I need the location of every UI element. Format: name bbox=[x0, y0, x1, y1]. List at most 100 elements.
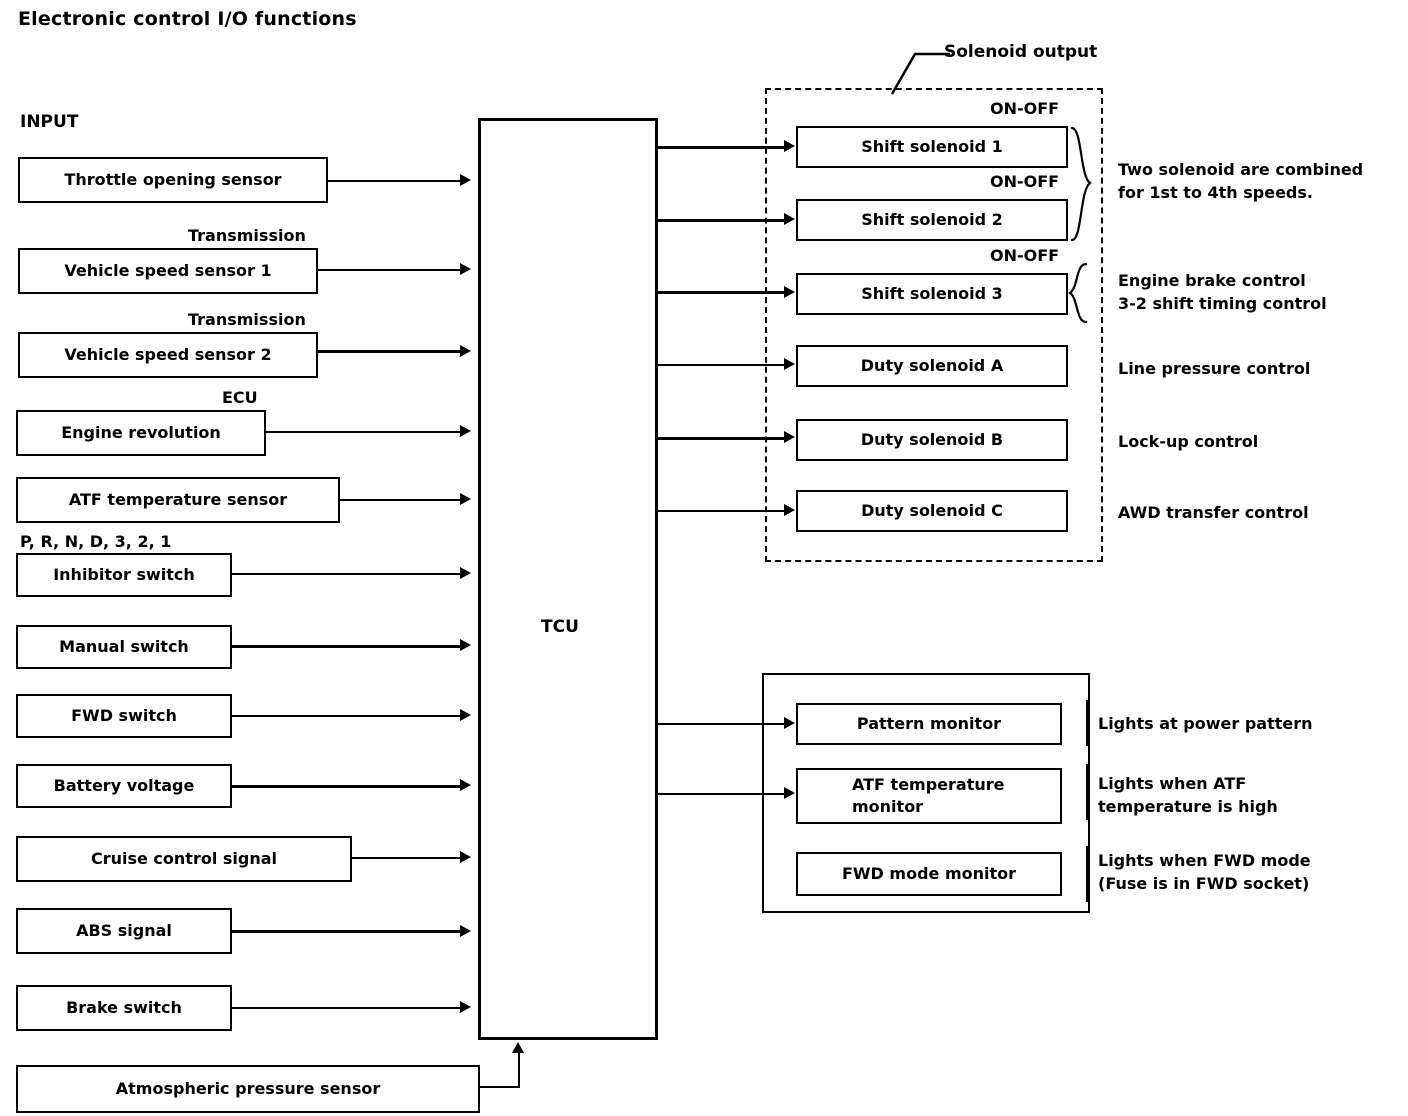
monitor-annotation-1: Lights at power pattern bbox=[1098, 714, 1313, 733]
input-box-battery-voltage[interactable]: Battery voltage bbox=[16, 764, 232, 808]
solenoid-output-leader-line bbox=[890, 52, 950, 95]
input-box-fwd-switch[interactable]: FWD switch bbox=[16, 694, 232, 738]
connector-line-solenoid-1 bbox=[658, 146, 784, 149]
arrow-icon-input-5 bbox=[460, 493, 471, 505]
input-box-label: Inhibitor switch bbox=[53, 565, 195, 585]
input-box-throttle-opening-sensor[interactable]: Throttle opening sensor bbox=[18, 157, 328, 203]
output-box-fwd-mode-monitor[interactable]: FWD mode monitor bbox=[796, 852, 1062, 896]
output-box-label: Shift solenoid 2 bbox=[861, 210, 1003, 230]
input-box-label: Brake switch bbox=[66, 998, 182, 1018]
input-box-label: Engine revolution bbox=[61, 423, 221, 443]
solenoid-mode-label-1: ON-OFF bbox=[990, 99, 1060, 118]
arrow-icon-solenoid-2 bbox=[784, 213, 795, 225]
connector-line-input-6 bbox=[232, 573, 460, 575]
connector-line-input-10 bbox=[352, 857, 460, 859]
brace-icon-shift-solenoid-1-2 bbox=[1070, 126, 1092, 242]
input-box-cruise-control-signal[interactable]: Cruise control signal bbox=[16, 836, 352, 882]
output-box-duty-solenoid-a[interactable]: Duty solenoid A bbox=[796, 345, 1068, 387]
monitor-annotation-2: Lights when ATF temperature is high bbox=[1098, 774, 1278, 817]
input-box-label: Vehicle speed sensor 1 bbox=[64, 261, 272, 281]
output-box-label: FWD mode monitor bbox=[841, 864, 1017, 884]
monitor-annotation-3: Lights when FWD mode (Fuse is in FWD soc… bbox=[1098, 851, 1311, 894]
solenoid-output-group bbox=[765, 88, 1103, 562]
arrow-icon-input-12 bbox=[460, 1001, 471, 1013]
solenoid-mode-label-2: ON-OFF bbox=[990, 172, 1060, 191]
input-box-label: Throttle opening sensor bbox=[64, 170, 282, 190]
output-box-label: Shift solenoid 3 bbox=[861, 284, 1003, 304]
output-box-duty-solenoid-b[interactable]: Duty solenoid B bbox=[796, 419, 1068, 461]
monitor-divider-1 bbox=[1086, 700, 1088, 746]
arrow-icon-input-7 bbox=[460, 639, 471, 651]
connector-line-input-11 bbox=[232, 930, 460, 933]
input-box-atmospheric-pressure-sensor[interactable]: Atmospheric pressure sensor bbox=[16, 1065, 480, 1113]
connector-line-monitor-1 bbox=[658, 723, 784, 725]
input-box-atf-temperature-sensor[interactable]: ATF temperature sensor bbox=[16, 477, 340, 523]
output-box-label: Duty solenoid C bbox=[861, 501, 1003, 521]
arrow-icon-input-9 bbox=[460, 779, 471, 791]
output-box-pattern-monitor[interactable]: Pattern monitor bbox=[796, 703, 1062, 745]
connector-line-solenoid-2 bbox=[658, 219, 784, 222]
input-box-brake-switch[interactable]: Brake switch bbox=[16, 985, 232, 1031]
input-caption-vehicle-speed-sensor-1: Transmission bbox=[188, 226, 306, 245]
input-box-label: ABS signal bbox=[76, 921, 172, 941]
output-box-atf-temperature-monitor[interactable]: ATF temperature monitor bbox=[796, 768, 1062, 824]
brace-icon-shift-solenoid-3 bbox=[1067, 262, 1088, 324]
input-box-label: FWD switch bbox=[71, 706, 177, 726]
output-box-duty-solenoid-c[interactable]: Duty solenoid C bbox=[796, 490, 1068, 532]
input-box-label: Battery voltage bbox=[53, 776, 195, 796]
input-box-label: Cruise control signal bbox=[90, 849, 278, 869]
output-box-shift-solenoid-3[interactable]: Shift solenoid 3 bbox=[796, 273, 1068, 315]
input-box-vehicle-speed-sensor-2[interactable]: Vehicle speed sensor 2 bbox=[18, 332, 318, 378]
arrow-icon-solenoid-1 bbox=[784, 140, 795, 152]
monitor-divider-3 bbox=[1086, 846, 1088, 902]
connector-line-solenoid-6 bbox=[658, 510, 784, 512]
tcu-box[interactable] bbox=[478, 118, 658, 1040]
output-box-label: ATF temperature monitor bbox=[852, 775, 1005, 816]
connector-line-input-5 bbox=[340, 499, 460, 501]
connector-line-input-7 bbox=[232, 645, 460, 648]
input-box-inhibitor-switch[interactable]: Inhibitor switch bbox=[16, 553, 232, 597]
connector-line-input-3 bbox=[318, 350, 460, 353]
output-box-label: Pattern monitor bbox=[856, 714, 1002, 734]
output-box-shift-solenoid-2[interactable]: Shift solenoid 2 bbox=[796, 199, 1068, 241]
input-box-abs-signal[interactable]: ABS signal bbox=[16, 908, 232, 954]
arrow-icon-monitor-1 bbox=[784, 717, 795, 729]
solenoid-annotation-5: Lock-up control bbox=[1118, 432, 1259, 451]
tcu-label: TCU bbox=[541, 617, 579, 637]
solenoid-annotation-4: Line pressure control bbox=[1118, 359, 1311, 378]
solenoid-output-title: Solenoid output bbox=[944, 42, 1098, 62]
arrow-icon-solenoid-5 bbox=[784, 431, 795, 443]
arrow-icon-solenoid-3 bbox=[784, 286, 795, 298]
input-box-label: Manual switch bbox=[59, 637, 189, 657]
output-box-label: Duty solenoid B bbox=[860, 430, 1004, 450]
solenoid-annotation-6: AWD transfer control bbox=[1118, 503, 1309, 522]
output-box-label: Shift solenoid 1 bbox=[861, 137, 1003, 157]
connector-line-input-13-horizontal bbox=[480, 1086, 520, 1088]
input-box-manual-switch[interactable]: Manual switch bbox=[16, 625, 232, 669]
solenoid-annotation-3: Engine brake control 3-2 shift timing co… bbox=[1118, 271, 1327, 314]
output-box-shift-solenoid-1[interactable]: Shift solenoid 1 bbox=[796, 126, 1068, 168]
arrow-icon-input-1 bbox=[460, 174, 471, 186]
connector-line-monitor-2 bbox=[658, 793, 784, 795]
input-box-label: Atmospheric pressure sensor bbox=[115, 1079, 381, 1099]
input-box-label: Vehicle speed sensor 2 bbox=[64, 345, 272, 365]
arrow-icon-input-10 bbox=[460, 851, 471, 863]
input-box-label: ATF temperature sensor bbox=[68, 490, 288, 510]
arrow-icon-solenoid-6 bbox=[784, 504, 795, 516]
arrow-icon-input-8 bbox=[460, 709, 471, 721]
output-box-label: Duty solenoid A bbox=[860, 356, 1004, 376]
input-caption-vehicle-speed-sensor-2: Transmission bbox=[188, 310, 306, 329]
arrow-icon-input-11 bbox=[460, 925, 471, 937]
input-section-heading: INPUT bbox=[20, 112, 79, 132]
monitor-divider-2 bbox=[1086, 764, 1088, 820]
input-box-engine-revolution[interactable]: Engine revolution bbox=[16, 410, 266, 456]
page-title: Electronic control I/O functions bbox=[18, 8, 357, 30]
connector-line-input-1 bbox=[328, 180, 460, 182]
connector-line-solenoid-4 bbox=[658, 364, 784, 366]
arrow-icon-input-3 bbox=[460, 345, 471, 357]
connector-line-input-9 bbox=[232, 785, 460, 788]
arrow-icon-input-2 bbox=[460, 263, 471, 275]
input-box-vehicle-speed-sensor-1[interactable]: Vehicle speed sensor 1 bbox=[18, 248, 318, 294]
connector-line-input-8 bbox=[232, 715, 460, 717]
